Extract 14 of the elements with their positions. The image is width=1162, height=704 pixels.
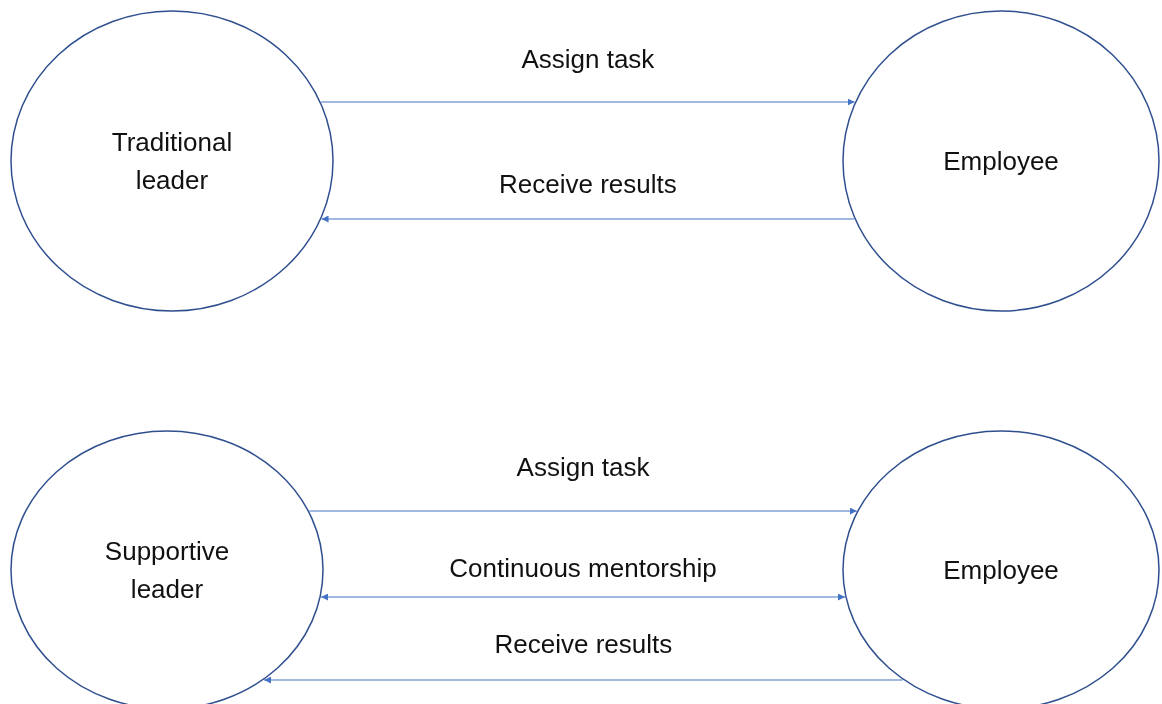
edge-label: Continuous mentorship (449, 553, 717, 584)
arrow (320, 98, 856, 106)
arrow (320, 593, 846, 601)
edge-label: Assign task (521, 44, 655, 75)
node-label: Employee (942, 145, 1060, 178)
arrow (320, 215, 855, 223)
edge-label: Assign task (516, 452, 650, 483)
node-label: Traditional leader (110, 126, 234, 197)
arrow (263, 676, 904, 684)
node-label: Supportive leader (103, 535, 231, 606)
edge-label: Receive results (494, 629, 673, 660)
arrow (308, 507, 858, 515)
node-label: Employee (942, 554, 1060, 587)
edge-label: Receive results (499, 169, 677, 200)
